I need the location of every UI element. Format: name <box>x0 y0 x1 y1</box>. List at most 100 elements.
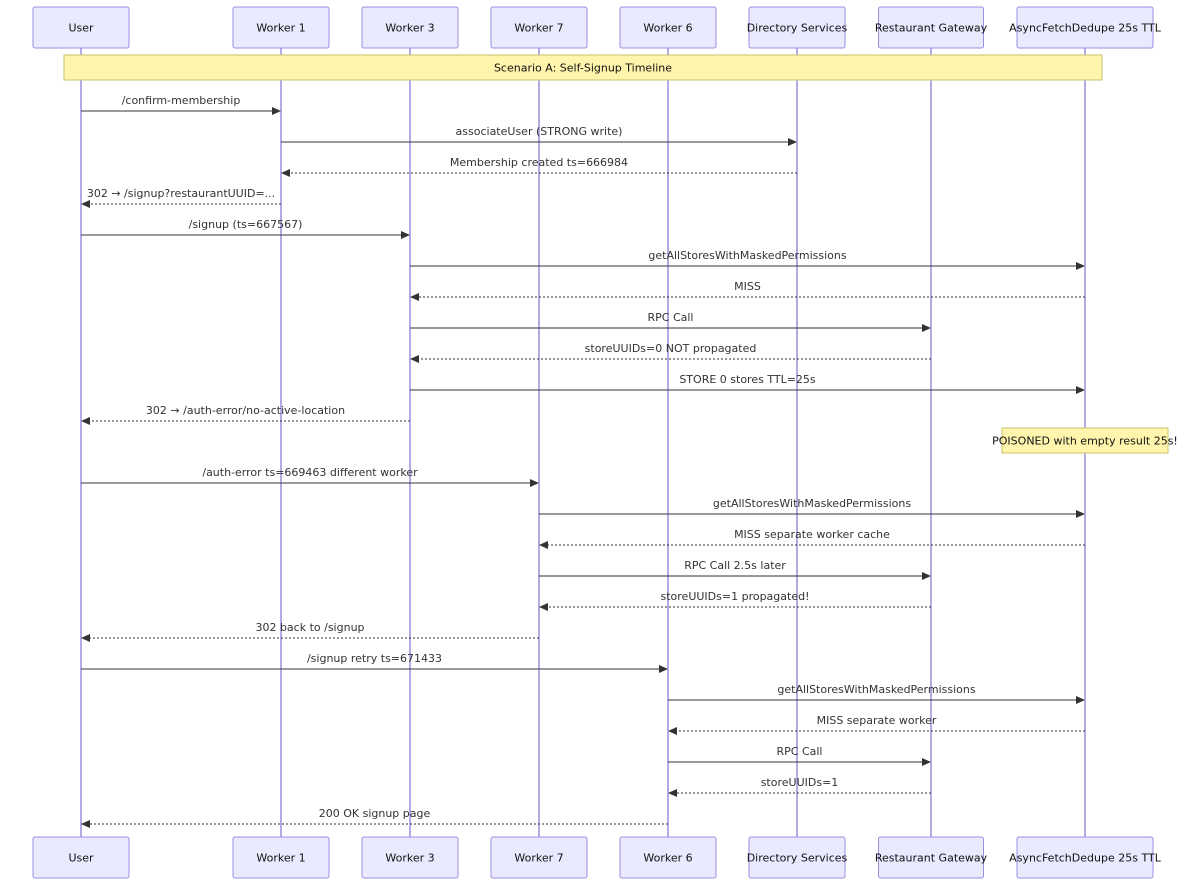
participant-box <box>619 6 717 49</box>
message-label: /signup (ts=667567) <box>189 218 303 231</box>
participant-afd-top: AsyncFetchDedupe 25s TTL <box>1009 6 1162 49</box>
message-label: storeUUIDs=1 <box>761 776 839 789</box>
message-label: MISS separate worker <box>817 714 937 727</box>
message-19: MISS separate worker <box>668 714 1085 735</box>
participant-ds-top: Directory Services <box>747 6 848 49</box>
message-label: 302 → /signup?restaurantUUID=... <box>87 187 275 200</box>
message-0: /confirm-membership <box>81 94 281 115</box>
participant-label: AsyncFetchDedupe 25s TTL <box>1009 852 1162 865</box>
message-22: 200 OK signup page <box>81 807 668 828</box>
participant-w7-bottom: Worker 7 <box>490 836 588 879</box>
participant-label: Worker 6 <box>643 22 692 35</box>
message-label: RPC Call 2.5s later <box>684 559 786 572</box>
message-4: /signup (ts=667567) <box>81 218 410 239</box>
message-label: /confirm-membership <box>122 94 241 107</box>
participant-ds-bottom: Directory Services <box>747 836 848 879</box>
participant-box <box>32 6 130 49</box>
note-box <box>63 54 1103 81</box>
participant-w6-top: Worker 6 <box>619 6 717 49</box>
message-9: STORE 0 stores TTL=25s <box>410 373 1085 394</box>
note-0: Scenario A: Self-Signup Timeline <box>63 54 1103 81</box>
participant-user-top: User <box>32 6 130 49</box>
message-8: storeUUIDs=0 NOT propagated <box>410 342 931 363</box>
participant-box <box>1016 6 1154 49</box>
participant-label: Directory Services <box>747 22 848 35</box>
participant-w7-top: Worker 7 <box>490 6 588 49</box>
message-label: storeUUIDs=0 NOT propagated <box>585 342 757 355</box>
message-7: RPC Call <box>410 311 931 332</box>
participant-w3-top: Worker 3 <box>361 6 459 49</box>
participant-label: Restaurant Gateway <box>875 852 988 865</box>
message-label: 302 back to /signup <box>255 621 364 634</box>
message-12: getAllStoresWithMaskedPermissions <box>539 497 1085 518</box>
participant-label: Worker 1 <box>256 22 305 35</box>
participant-label: User <box>68 22 94 35</box>
participant-w6-bottom: Worker 6 <box>619 836 717 879</box>
participant-label: Directory Services <box>747 852 848 865</box>
participant-box <box>619 836 717 879</box>
participant-box <box>232 836 330 879</box>
note-text: POISONED with empty result 25s! <box>992 435 1178 448</box>
message-10: 302 → /auth-error/no-active-location <box>81 404 410 425</box>
participant-w1-bottom: Worker 1 <box>232 836 330 879</box>
participant-box <box>748 6 846 49</box>
message-label: RPC Call <box>648 311 694 324</box>
message-5: getAllStoresWithMaskedPermissions <box>410 249 1085 270</box>
participant-label: Worker 1 <box>256 852 305 865</box>
participant-label: User <box>68 852 94 865</box>
note-text: Scenario A: Self-Signup Timeline <box>494 62 672 75</box>
participant-user-bottom: User <box>32 836 130 879</box>
message-14: RPC Call 2.5s later <box>539 559 931 580</box>
message-20: RPC Call <box>668 745 931 766</box>
participant-box <box>748 836 846 879</box>
participant-box <box>32 836 130 879</box>
message-label: /signup retry ts=671433 <box>307 652 442 665</box>
message-label: getAllStoresWithMaskedPermissions <box>777 683 976 696</box>
message-21: storeUUIDs=1 <box>668 776 931 797</box>
participant-box <box>361 836 459 879</box>
message-18: getAllStoresWithMaskedPermissions <box>668 683 1085 704</box>
message-13: MISS separate worker cache <box>539 528 1085 549</box>
message-label: getAllStoresWithMaskedPermissions <box>648 249 847 262</box>
message-label: MISS <box>734 280 761 293</box>
message-label: STORE 0 stores TTL=25s <box>679 373 816 386</box>
participant-w1-top: Worker 1 <box>232 6 330 49</box>
participant-box <box>490 6 588 49</box>
message-label: 200 OK signup page <box>319 807 431 820</box>
participant-label: Restaurant Gateway <box>875 22 988 35</box>
message-label: /auth-error ts=669463 different worker <box>202 466 418 479</box>
message-label: associateUser (STRONG write) <box>456 125 623 138</box>
participant-box <box>878 836 984 879</box>
message-17: /signup retry ts=671433 <box>81 652 668 673</box>
message-3: 302 → /signup?restaurantUUID=... <box>81 187 281 208</box>
message-label: storeUUIDs=1 propagated! <box>661 590 810 603</box>
participant-label: Worker 3 <box>385 852 434 865</box>
message-label: 302 → /auth-error/no-active-location <box>146 404 345 417</box>
message-11: /auth-error ts=669463 different worker <box>81 466 539 487</box>
participant-label: Worker 3 <box>385 22 434 35</box>
message-label: RPC Call <box>777 745 823 758</box>
participant-box <box>1016 836 1154 879</box>
message-6: MISS <box>410 280 1085 301</box>
participant-label: AsyncFetchDedupe 25s TTL <box>1009 22 1162 35</box>
note-1: POISONED with empty result 25s! <box>992 427 1178 454</box>
message-label: Membership created ts=666984 <box>450 156 628 169</box>
message-1: associateUser (STRONG write) <box>281 125 797 146</box>
note-box <box>1001 427 1169 454</box>
message-2: Membership created ts=666984 <box>281 156 797 177</box>
participant-label: Worker 7 <box>514 852 563 865</box>
participant-rg-bottom: Restaurant Gateway <box>875 836 988 879</box>
message-16: 302 back to /signup <box>81 621 539 642</box>
participant-box <box>490 836 588 879</box>
participant-box <box>878 6 984 49</box>
participant-label: Worker 7 <box>514 22 563 35</box>
participant-w3-bottom: Worker 3 <box>361 836 459 879</box>
participant-rg-top: Restaurant Gateway <box>875 6 988 49</box>
message-label: MISS separate worker cache <box>734 528 890 541</box>
participant-label: Worker 6 <box>643 852 692 865</box>
participant-box <box>232 6 330 49</box>
message-15: storeUUIDs=1 propagated! <box>539 590 931 611</box>
message-label: getAllStoresWithMaskedPermissions <box>713 497 912 510</box>
participant-box <box>361 6 459 49</box>
